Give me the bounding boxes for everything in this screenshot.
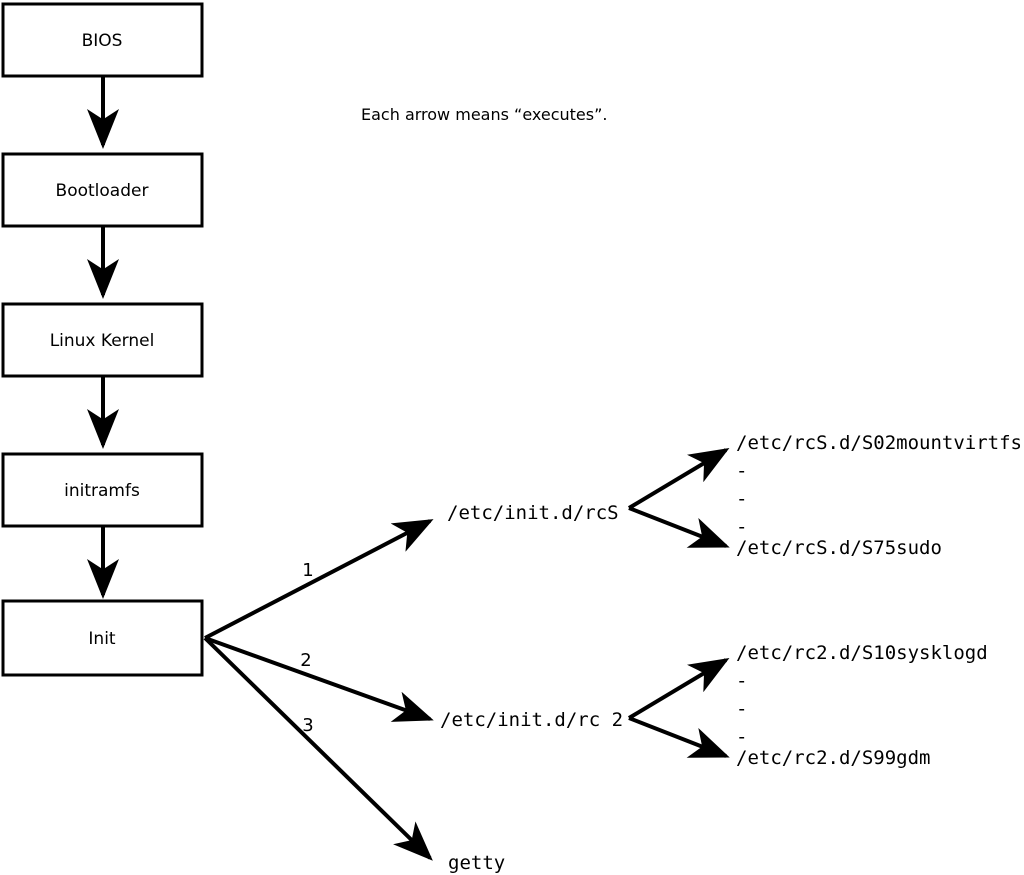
- arrow-init-branch-2: [204, 636, 434, 722]
- bios-box[interactable]: [1, 2, 204, 78]
- rcs-ellipsis-dash-3: -: [736, 516, 747, 538]
- arrow-rcs-to-first-script: [627, 447, 730, 510]
- branch-number-1: 1: [302, 560, 313, 581]
- rcs-ellipsis-dash-2: -: [736, 488, 747, 510]
- rc2-ellipsis-dash-1: -: [736, 670, 747, 692]
- getty-label: getty: [448, 852, 505, 874]
- arrow-meaning-note: Each arrow means “executes”.: [361, 105, 607, 124]
- branch-target-getty[interactable]: getty: [448, 852, 505, 874]
- boot-stage-bootloader[interactable]: Bootloader: [1, 152, 204, 228]
- boot-stage-init[interactable]: Init: [1, 599, 204, 677]
- arrow-rc2-to-first-script: [627, 657, 730, 720]
- rc2-last-script: /etc/rc2.d/S99gdm: [736, 747, 930, 769]
- rcs-last-script: /etc/rcS.d/S75sudo: [736, 537, 942, 559]
- init-branch-arrows: 1 2 3: [203, 519, 434, 861]
- arrow-rcs-to-last-script: [628, 506, 730, 548]
- branch-target-rc2[interactable]: /etc/init.d/rc 2: [440, 709, 623, 731]
- rcs-first-script: /etc/rcS.d/S02mountvirtfs: [736, 432, 1022, 454]
- bootloader-box[interactable]: [1, 152, 204, 228]
- rcs-fanout-arrows: [627, 447, 730, 548]
- boot-stage-linux-kernel[interactable]: Linux Kernel: [1, 302, 204, 378]
- bios-label: BIOS: [82, 31, 123, 51]
- arrow-init-branch-1: [204, 519, 434, 640]
- rc2-first-script: /etc/rc2.d/S10sysklogd: [736, 642, 988, 664]
- initramfs-box[interactable]: [1, 452, 204, 528]
- linux-kernel-box[interactable]: [1, 302, 204, 378]
- rcs-script-label: /etc/init.d/rcS: [447, 502, 619, 524]
- branch-number-2: 2: [300, 650, 311, 671]
- boot-chain-column: BIOS Bootloader Linux Kernel initramfs I: [1, 2, 204, 677]
- rc2-ellipsis-dash-2: -: [736, 698, 747, 720]
- arrow-init-branch-3: [203, 636, 433, 861]
- init-label: Init: [88, 629, 116, 649]
- boot-stage-initramfs[interactable]: initramfs: [1, 452, 204, 528]
- init-box[interactable]: [1, 599, 204, 677]
- rc2-script-list: /etc/rc2.d/S10sysklogd - - - /etc/rc2.d/…: [736, 642, 988, 769]
- initramfs-label: initramfs: [64, 481, 140, 501]
- branch-number-3: 3: [302, 715, 313, 736]
- boot-stage-bios[interactable]: BIOS: [1, 2, 204, 78]
- rc2-fanout-arrows: [627, 657, 730, 758]
- rc2-ellipsis-dash-3: -: [736, 726, 747, 748]
- rcs-ellipsis-dash-1: -: [736, 460, 747, 482]
- branch-target-rcs[interactable]: /etc/init.d/rcS: [447, 502, 619, 524]
- bootloader-label: Bootloader: [56, 181, 149, 201]
- rcs-script-list: /etc/rcS.d/S02mountvirtfs - - - /etc/rcS…: [736, 432, 1022, 559]
- rc2-script-label: /etc/init.d/rc 2: [440, 709, 623, 731]
- linux-kernel-label: Linux Kernel: [50, 331, 155, 351]
- arrow-rc2-to-last-script: [628, 716, 730, 758]
